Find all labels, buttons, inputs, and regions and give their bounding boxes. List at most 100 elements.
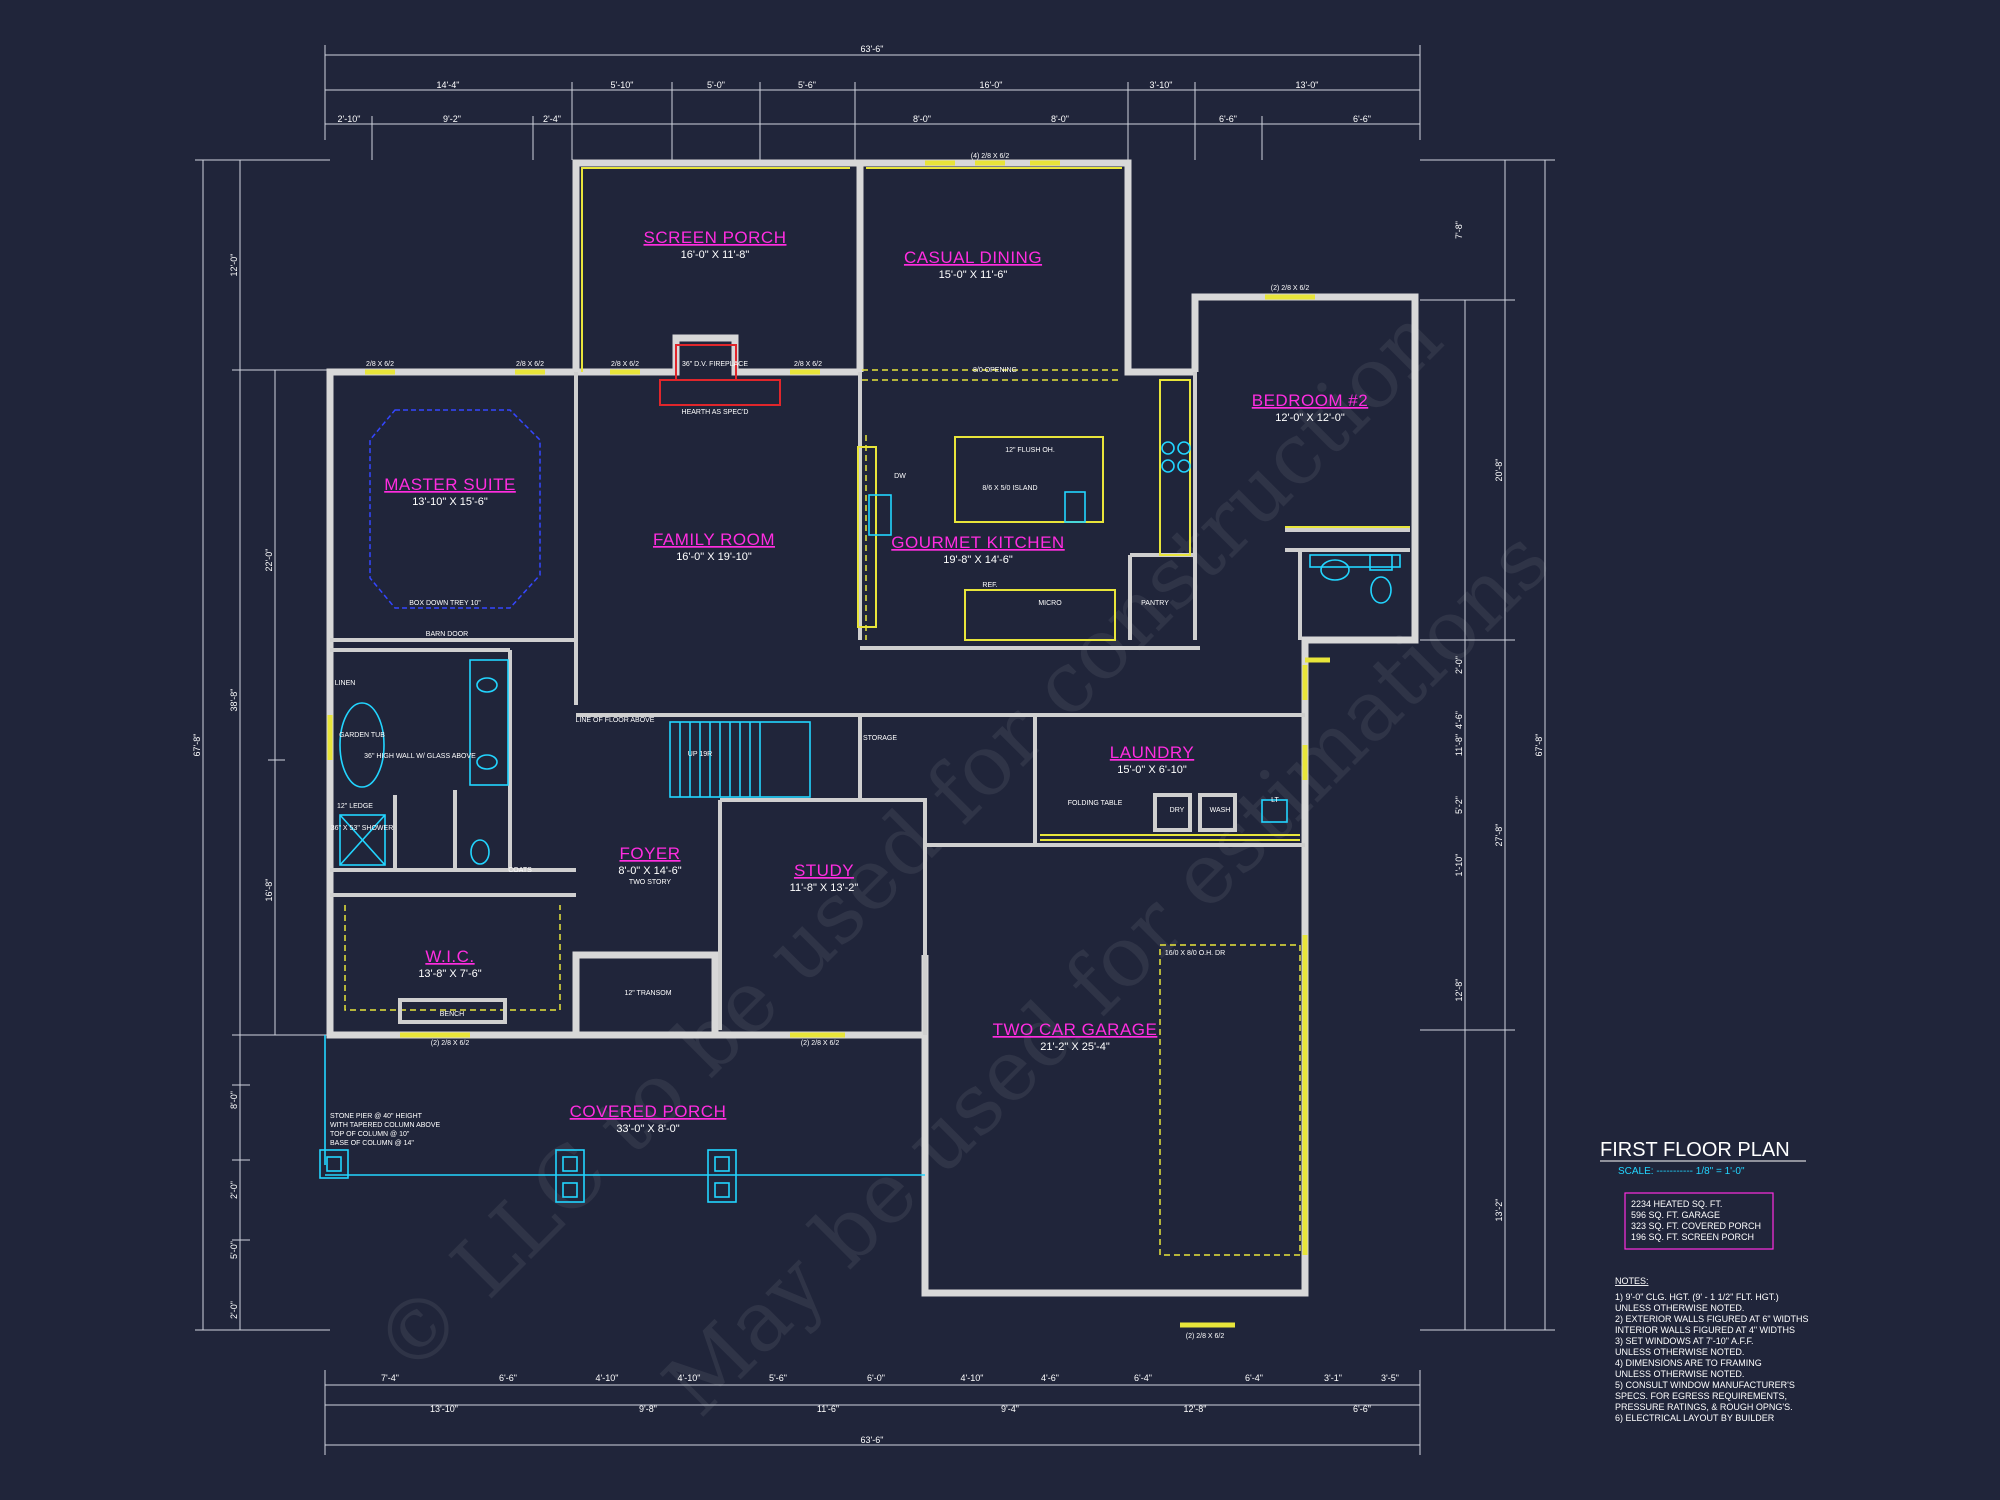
pantry-label: PANTRY [1141,600,1169,607]
room-size-master-suite: 13'-10" X 15'-6" [412,496,488,508]
dim-left-mid-3: 8'-0" [229,1091,239,1109]
room-name-study: STUDY [794,861,854,880]
dim-right-mid-3: 13'-2" [1494,1199,1504,1222]
dim-top1-4: 5'-6" [798,80,816,90]
dim-left-mid-4: 2'-0" [229,1181,239,1199]
fireplace: 36" D.V. FIREPLACE HEARTH AS SPEC'D [659,344,781,416]
lt-label: LT [1271,797,1279,804]
dim-left-inner-1: 22'-0" [264,549,274,572]
plan-scale: SCALE: ----------- 1/8" = 1'-0" [1618,1166,1745,1177]
stone-pier-1: STONE PIER @ 40" HEIGHT [330,1113,423,1120]
dim-left-mid-2: 38'-8" [229,689,239,712]
window-callout-bedroom: (2) 2/8 X 6/2 [1271,285,1310,292]
dim-overall-top: 63'-6" [861,44,884,54]
window-callout-study: (2) 2/8 X 6/2 [801,1040,840,1047]
window-callout-master-2: 2/8 X 6/2 [516,361,544,368]
room-name-gourmet-kitchen: GOURMET KITCHEN [891,533,1064,552]
room-size-gourmet-kitchen: 19'-8" X 14'-6" [943,554,1013,566]
bottom-dimensions: 7'-4" 6'-6" 4'-10" 4'-10" 5'-6" 6'-0" 4'… [324,1370,1421,1455]
dim-bot2-5: 12'-8" [1184,1404,1207,1414]
island-label: 8/6 X 5/0 ISLAND [982,485,1037,492]
note-line-3: 2) EXTERIOR WALLS FIGURED AT 6" WIDTHS [1615,1314,1809,1324]
dim-bot1-7: 4'-10" [961,1373,984,1383]
area-summary-box [1624,1192,1774,1250]
laundry-fixtures: DRY WASH LT FOLDING TABLE [1040,793,1300,841]
dim-top1-5: 16'-0" [980,80,1003,90]
title-block: FIRST FLOOR PLAN SCALE: ----------- 1/8"… [1600,1139,1809,1423]
wash-label: WASH [1210,807,1231,814]
room-name-laundry: LAUNDRY [1110,743,1194,762]
interior-walls [330,372,1410,1035]
room-name-casual-dining: CASUAL DINING [904,248,1042,267]
hearth-label: HEARTH AS SPEC'D [682,409,749,416]
dim-bot2-3: 11'-6" [817,1404,839,1414]
bench-label: BENCH [440,1011,465,1018]
dim-bot1-2: 6'-6" [499,1373,517,1383]
note-line-6: UNLESS OTHERWISE NOTED. [1615,1347,1744,1357]
garage-door: 16/0 X 8/0 O.H. DR [1159,935,1308,1256]
dim-bot1-11: 3'-1" [1324,1373,1342,1383]
window-callout-family-2: 2/8 X 6/2 [794,361,822,368]
glass-wall-label: 36" HIGH WALL W/ GLASS ABOVE [364,753,476,760]
dim-left-mid-1: 12'-0" [229,254,239,277]
dim-left-outer: 67'-8" [192,734,202,757]
dim-bot1-8: 4'-6" [1041,1373,1059,1383]
plan-title: FIRST FLOOR PLAN [1600,1139,1790,1161]
note-line-10: SPECS. FOR EGRESS REQUIREMENTS, [1615,1391,1787,1401]
window-callout-garage: (2) 2/8 X 6/2 [1186,1333,1225,1340]
dim-right-inner-4: 11'-8" [1454,734,1464,756]
garage-door-label: 16/0 X 8/0 O.H. DR [1165,950,1225,957]
window-callout-master-1: 2/8 X 6/2 [366,361,394,368]
dim-left-inner-2: 16'-8" [264,879,274,902]
dim-left-mid-6: 2'-0" [229,1301,239,1319]
area-2: 596 SQ. FT. GARAGE [1631,1210,1720,1220]
dim-top2-4: 8'-0" [913,114,931,124]
flush-label: 12" FLUSH OH. [1005,447,1055,454]
dim-right-mid-1: 20'-8" [1494,459,1504,482]
room-name-covered-porch: COVERED PORCH [570,1102,727,1121]
room-size-casual-dining: 15'-0" X 11'-6" [939,269,1008,281]
room-name-garage: TWO CAR GARAGE [993,1020,1158,1039]
dim-top1-1: 14'-4" [437,80,460,90]
dim-right-mid-2: 27'-8" [1494,824,1504,847]
room-size-wic: 13'-8" X 7'-6" [418,968,481,980]
dim-top2-5: 8'-0" [1051,114,1069,124]
coats-label: COATS [508,867,532,874]
dim-bot2-2: 9'-8" [639,1404,657,1414]
dim-bot2-4: 9'-4" [1001,1404,1019,1414]
dim-right-inner-7: 12'-8" [1454,979,1464,1002]
stair-label: UP 19R [688,751,712,758]
dim-right-inner-5: 5'-2" [1454,796,1464,814]
dim-top1-2: 5'-10" [611,80,634,90]
dim-top2-2: 9'-2" [443,114,461,124]
dim-bot1-3: 4'-10" [596,1373,619,1383]
folding-label: FOLDING TABLE [1068,800,1123,807]
room-name-wic: W.I.C. [425,947,474,966]
dim-right-inner-1: 7'-8" [1454,221,1464,239]
linen-label: LINEN [335,680,356,687]
tray-label: BOX DOWN TREY 10" [409,600,481,607]
dim-bot1-1: 7'-4" [381,1373,399,1383]
dim-right-inner-3: 4'-6" [1454,711,1464,729]
stone-pier-4: BASE OF COLUMN @ 14" [330,1140,414,1147]
stone-pier-2: WITH TAPERED COLUMN ABOVE [330,1122,441,1129]
note-line-9: 5) CONSULT WINDOW MANUFACTURER'S [1615,1380,1795,1390]
right-dimensions: 67'-8" 20'-8" 27'-8" 13'-2" 7'-8" 2'-0" … [1420,159,1555,1331]
note-line-7: 4) DIMENSIONS ARE TO FRAMING [1615,1358,1762,1368]
transom-label: 12" TRANSOM [624,990,671,997]
note-line-5: 3) SET WINDOWS AT 7'-10" A.F.F. [1615,1336,1753,1346]
dim-overall-bottom: 63'-6" [861,1435,884,1445]
dim-bot2-6: 6'-6" [1353,1404,1371,1414]
shower-label: 36" X 53" SHOWER [331,825,394,832]
window-callout-wic: (2) 2/8 X 6/2 [431,1040,470,1047]
bedroom-bath-fixtures [1285,526,1410,604]
tray-ceiling-outline [369,409,541,609]
dim-right-inner-6: 1'-10" [1454,854,1464,877]
note-line-11: PRESSURE RATINGS, & ROUGH OPNG'S. [1615,1402,1793,1412]
room-name-master-suite: MASTER SUITE [384,475,516,494]
left-dimensions: 67'-8" 12'-0" 38'-8" 8'-0" 2'-0" 5'-0" 2… [192,159,330,1331]
room-name-family-room: FAMILY ROOM [653,530,775,549]
screen-porch-screens [581,167,1122,381]
